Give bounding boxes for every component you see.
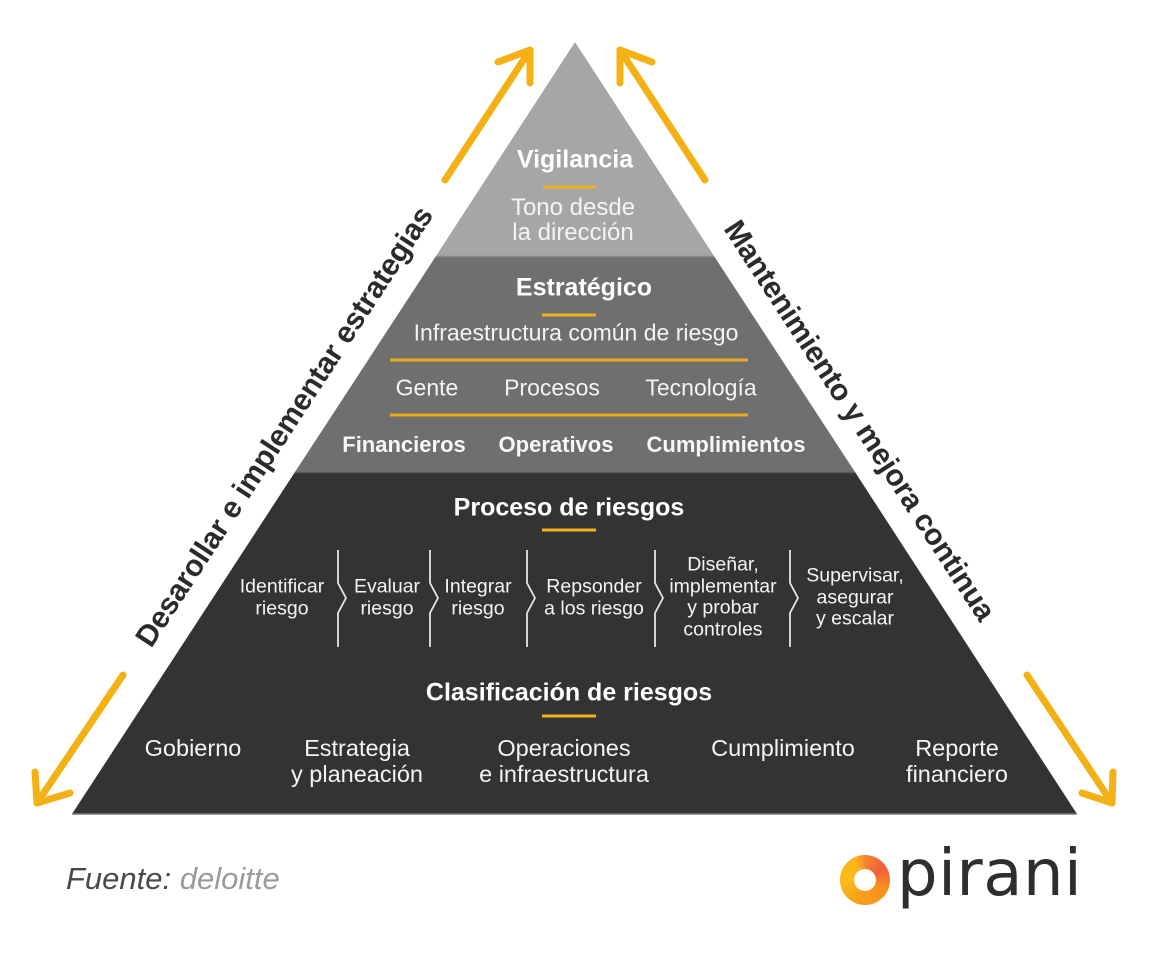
- middle-row1-item: Gente: [395, 374, 459, 401]
- process-step: Integrar riesgo: [444, 576, 511, 619]
- process-step: Evaluar riesgo: [354, 576, 420, 619]
- top-layer-title: Vigilancia: [516, 145, 634, 174]
- middle-row1-item: Tecnología: [645, 374, 757, 401]
- source-value: deloitte: [179, 861, 280, 896]
- risk-category: Reporte financiero: [906, 735, 1008, 787]
- classification-title: Clasificación de riesgos: [425, 678, 713, 707]
- process-step-line: implementar: [669, 575, 777, 598]
- pyramid-top-layer: [436, 42, 714, 256]
- top-layer-line: Tono desde: [510, 194, 636, 221]
- risk-category-line: e infraestructura: [479, 761, 649, 787]
- process-step-line: Identificar: [239, 575, 325, 598]
- risk-category: Cumplimiento: [711, 735, 855, 761]
- risk-category-line: Operaciones: [497, 735, 631, 761]
- arrow-down-right-icon: [1023, 671, 1117, 807]
- arrow-down-left-icon: [31, 671, 127, 807]
- process-step: Diseñar, implementar y probar controles: [669, 553, 777, 642]
- risk-category: Gobierno: [145, 735, 242, 761]
- middle-layer-title: Estratégico: [515, 273, 653, 302]
- step-separator-chevron: [337, 550, 347, 647]
- process-step-line: asegurar: [816, 586, 894, 609]
- process-step-line: controles: [683, 618, 763, 641]
- pirani-logo-text: pirani: [897, 837, 1083, 911]
- pyramid-middle-layer: [295, 256, 855, 472]
- risk-category-line: Cumplimiento: [711, 735, 855, 761]
- source-label: Fuente:: [66, 861, 172, 896]
- arrow-up-left-icon: [616, 46, 709, 184]
- process-step: Supervisar, asegurar y escalar: [806, 565, 904, 630]
- middle-row2-item: Cumplimientos: [646, 432, 806, 457]
- pyramid-bottom-layer: [72, 472, 1077, 814]
- process-step-line: Supervisar,: [806, 564, 904, 587]
- process-step-line: riesgo: [255, 597, 309, 619]
- process-step-line: riesgo: [360, 597, 414, 619]
- pirani-logo-ring-icon: [840, 855, 890, 905]
- process-step: Repsonder a los riesgo: [544, 576, 644, 619]
- middle-row2-item: Operativos: [498, 432, 614, 457]
- process-step: Identificar riesgo: [240, 576, 325, 619]
- process-step-line: Diseñar,: [687, 553, 759, 576]
- arrow-up-right-icon: [441, 46, 534, 184]
- middle-row2-item: Financieros: [342, 432, 466, 457]
- process-step-line: Repsonder: [546, 575, 642, 598]
- process-step-line: Evaluar: [353, 575, 421, 598]
- top-layer-description: Tono desde la dirección: [511, 195, 635, 245]
- risk-category: Estrategia y planeación: [291, 735, 423, 787]
- step-separator-chevron: [654, 550, 664, 647]
- process-title: Proceso de riesgos: [453, 493, 685, 522]
- risk-category-line: Gobierno: [144, 735, 242, 761]
- process-step-line: a los riesgo: [544, 597, 644, 619]
- risk-category-line: Reporte: [915, 735, 999, 761]
- source-credit: Fuente: deloitte: [66, 861, 280, 897]
- step-separator-chevron: [526, 550, 536, 647]
- process-step-line: y probar: [687, 597, 759, 619]
- middle-row1-item: Procesos: [504, 374, 600, 401]
- step-separator-chevron: [429, 550, 439, 647]
- top-layer-line: la dirección: [512, 219, 634, 246]
- risk-category-line: financiero: [906, 761, 1008, 787]
- step-separator-chevron: [789, 550, 799, 647]
- risk-category: Operaciones e infraestructura: [479, 735, 649, 787]
- risk-category-line: y planeación: [291, 761, 423, 787]
- process-step-line: Integrar: [444, 575, 512, 598]
- process-step-line: riesgo: [451, 597, 505, 619]
- risk-category-line: Estrategia: [304, 735, 410, 761]
- middle-layer-subtitle: Infraestructura común de riesgo: [413, 319, 739, 346]
- process-step-line: y escalar: [815, 607, 895, 630]
